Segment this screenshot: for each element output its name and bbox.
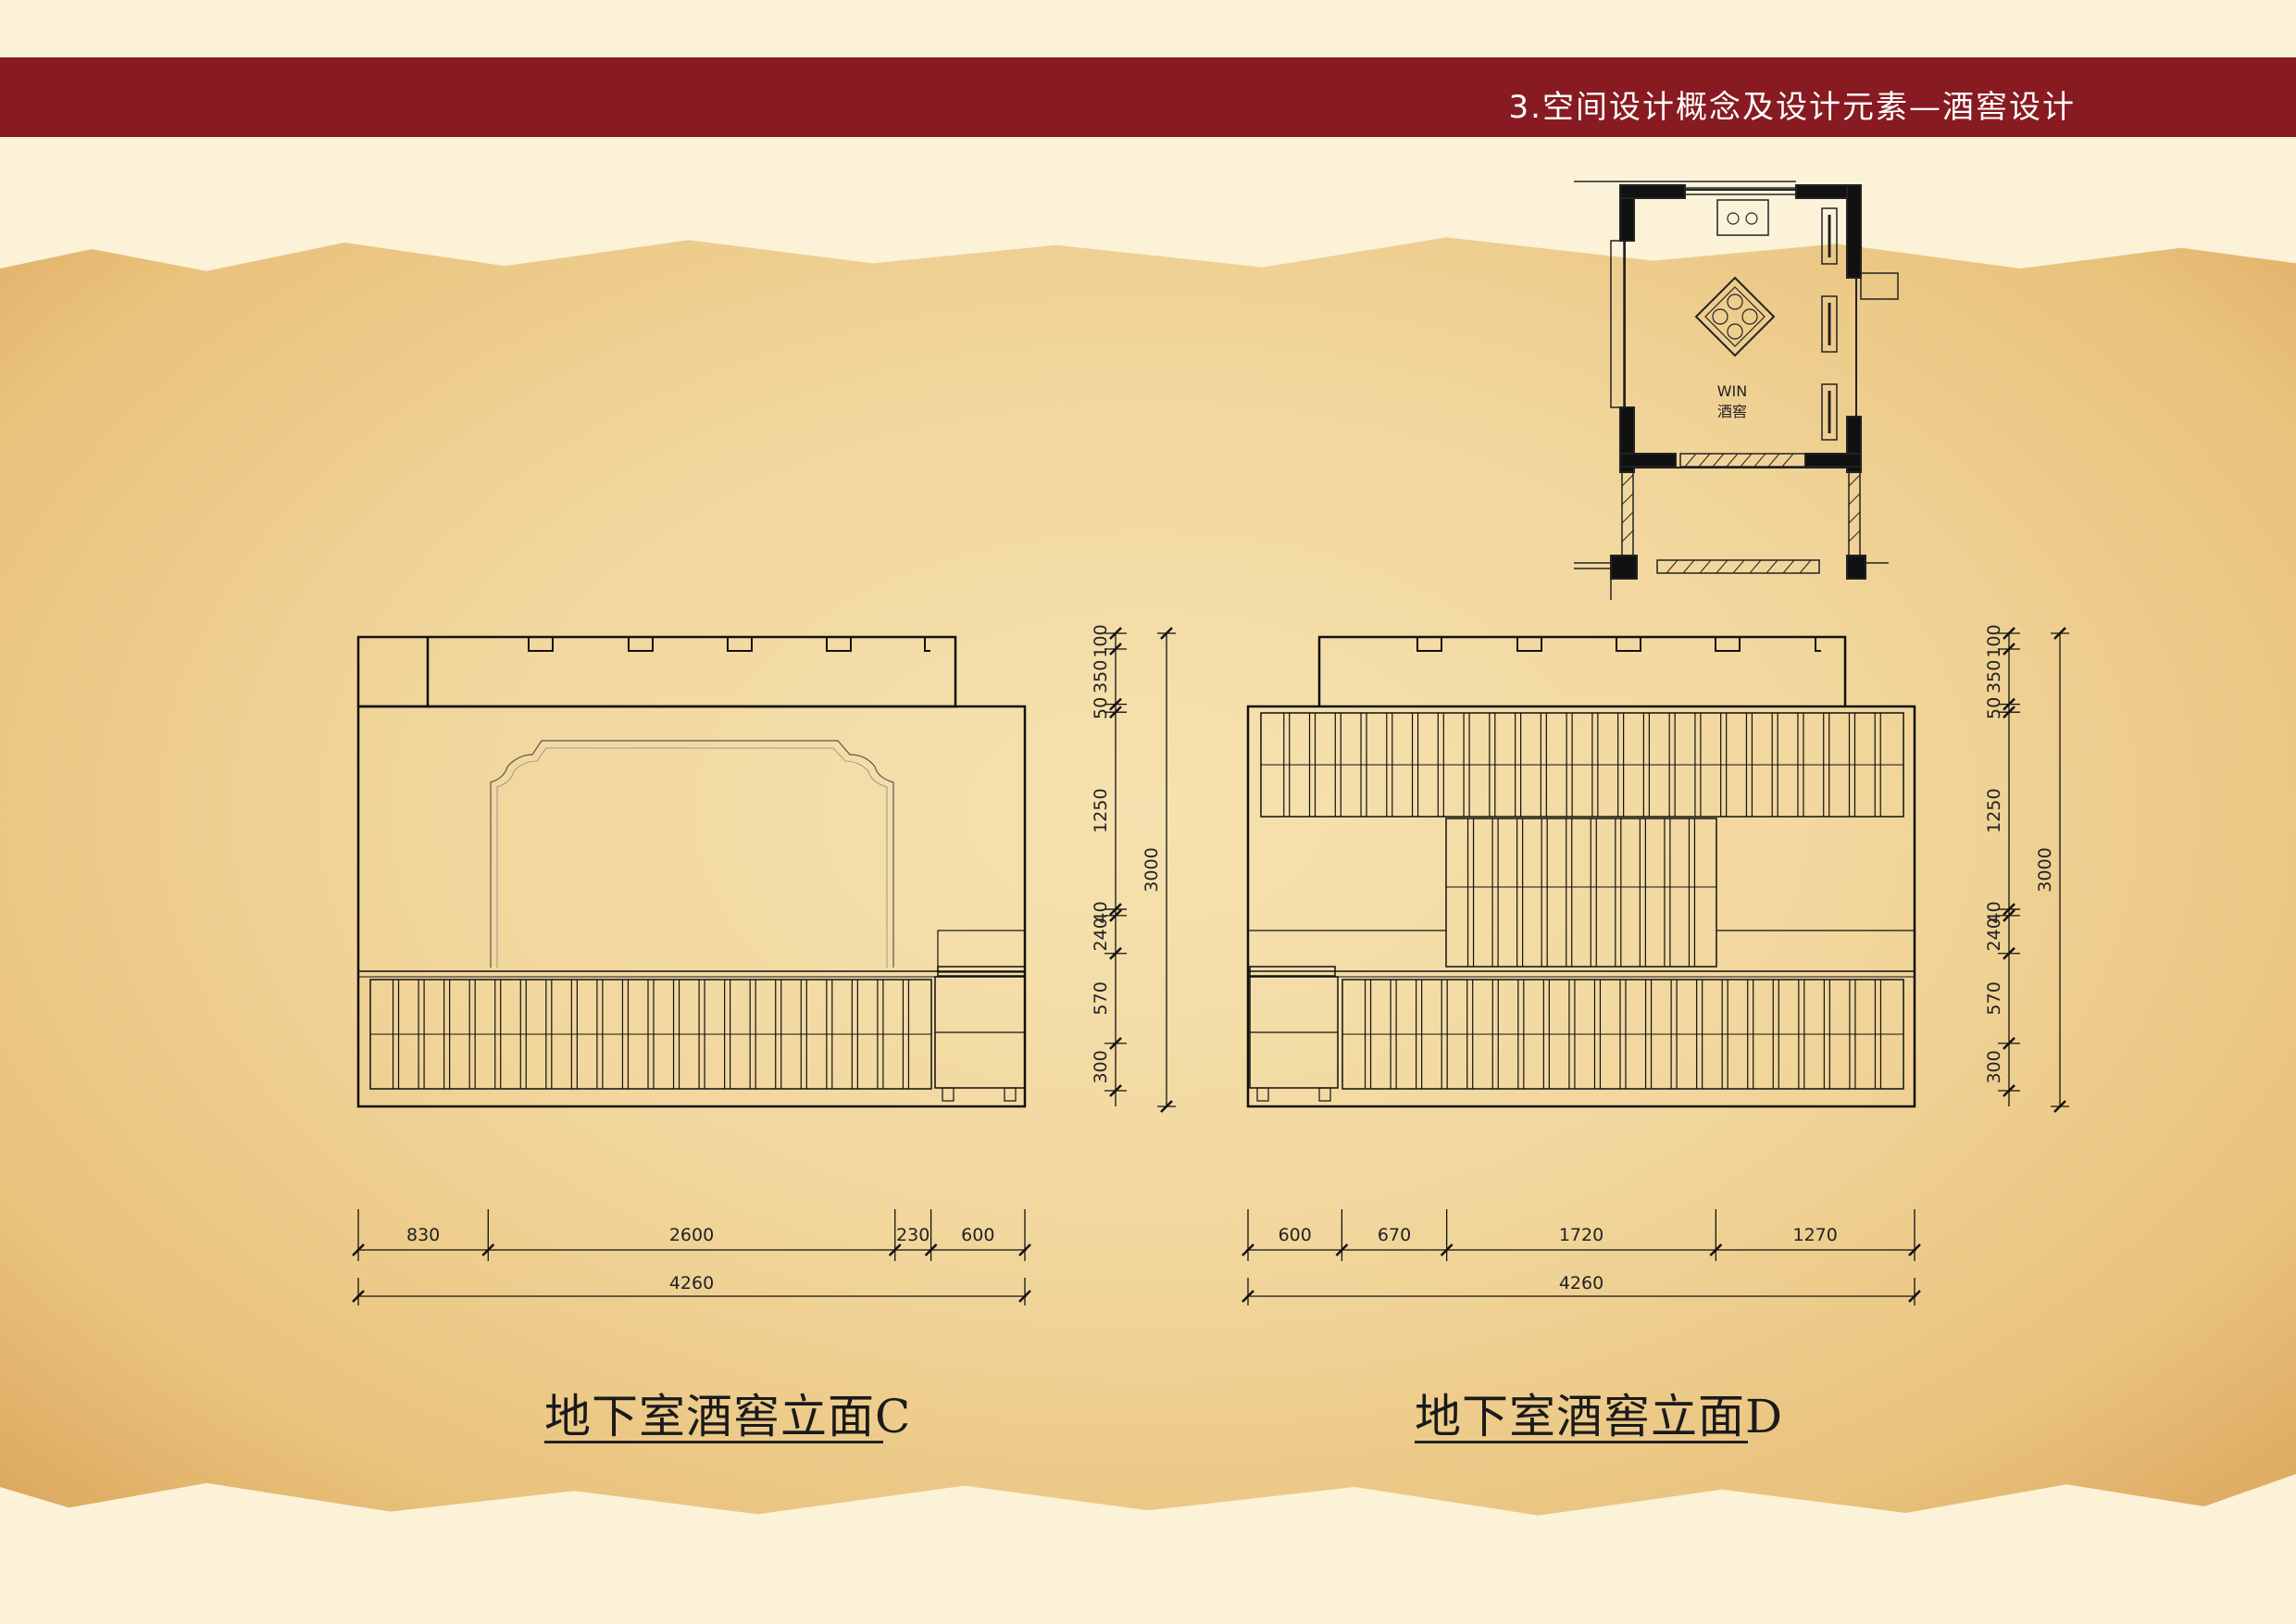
elev-d-vdim-label: 570	[1984, 981, 2004, 1015]
elev-c-vdim-label: 350	[1091, 660, 1111, 693]
floor-plan	[1574, 181, 1899, 600]
elev-c-hdim-tick	[481, 1243, 495, 1256]
plan-wall	[1846, 184, 1862, 279]
elev-c-vdim-tick	[1109, 627, 1122, 640]
elev-c-hdim-label: 230	[896, 1225, 930, 1245]
elev-c-hdim-label: 830	[406, 1225, 440, 1245]
elev-d-hdim-tick	[1908, 1290, 1921, 1303]
plan-table	[1694, 276, 1776, 357]
elev-d-hdim-total-label: 4260	[1559, 1273, 1603, 1293]
elevation-c-caption: 地下室酒窖立面C	[544, 1390, 912, 1443]
elev-c-hdim-tick	[1018, 1243, 1031, 1256]
elevation-c	[356, 635, 1027, 1108]
plan-label-cn: 酒窖	[1717, 403, 1747, 420]
elev-c-hdim-tick	[1018, 1290, 1031, 1303]
elev-d-vdim-label: 50	[1984, 697, 2004, 719]
elev-d-hdim-tick	[1242, 1290, 1254, 1303]
elev-c-horizontal-dims	[352, 1209, 1031, 1305]
elev-c-vdim-label: 40	[1091, 901, 1111, 923]
elevation-c-caption-underline	[544, 1441, 883, 1443]
elev-d-vdim-tick	[2003, 946, 2015, 960]
elev-c-vdim-tick	[1109, 706, 1122, 719]
header-bar	[0, 57, 2296, 137]
elev-d-hdim-label: 1270	[1792, 1225, 1837, 1245]
elev-d-vdim-tick	[2053, 627, 2066, 640]
elev-d-vertical-dims	[1998, 627, 2069, 1113]
elev-d-vdim-tick	[2003, 706, 2015, 719]
plan-sink	[1716, 199, 1769, 236]
elev-c-vdim-label: 50	[1091, 697, 1111, 719]
plan-shelf-left	[1610, 240, 1625, 408]
elev-d-hdim-label: 670	[1378, 1225, 1411, 1245]
elev-d-vdim-label: 100	[1984, 624, 2004, 657]
elev-d-vdim-total-label: 3000	[2035, 847, 2055, 892]
elev-d-vdim-tick	[2003, 1084, 2015, 1097]
elev-c-hdim-label: 2600	[669, 1225, 714, 1245]
elev-c-vdim-tick	[1109, 697, 1122, 711]
plan-room-outline	[1624, 189, 1857, 468]
elev-d-vdim-tick	[2003, 909, 2015, 922]
elev-d-vdim-label: 350	[1984, 660, 2004, 693]
elev-c-vdim-label: 100	[1091, 624, 1111, 657]
elev-c-hdim-tick	[924, 1243, 938, 1256]
elev-d-hdim-tick	[1242, 1243, 1254, 1256]
elev-d-vdim-tick	[2003, 697, 2015, 711]
elev-c-vdim-tick	[1160, 627, 1173, 640]
elevation-d-caption: 地下室酒窖立面D	[1415, 1390, 1784, 1443]
elev-d-hdim-tick	[1440, 1243, 1454, 1256]
elev-d-hdim-label: 1720	[1559, 1225, 1603, 1245]
elev-c-vdim-total-label: 3000	[1142, 847, 1162, 892]
elev-c-hdim-tick	[352, 1243, 365, 1256]
elev-d-vdim-label: 240	[1984, 918, 2004, 951]
elev-c-hdim-label: 600	[961, 1225, 994, 1245]
elev-d-horizontal-dims	[1242, 1209, 1921, 1305]
elevation-d	[1246, 635, 1916, 1108]
elev-c-wall	[356, 705, 1027, 1108]
elev-c-hdim-tick	[352, 1290, 365, 1303]
elev-d-vdim-tick	[2003, 1036, 2015, 1050]
plan-rack	[1821, 207, 1838, 265]
elev-c-vdim-tick	[1160, 1100, 1173, 1113]
plan-rack	[1821, 383, 1838, 441]
elev-c-vdim-tick	[1109, 903, 1122, 916]
elev-d-vdim-label: 40	[1984, 901, 2004, 923]
elevation-d-caption-underline	[1415, 1441, 1748, 1443]
elev-d-vdim-label: 1250	[1984, 788, 2004, 832]
plan-rack	[1821, 295, 1838, 353]
elev-c-vdim-label: 570	[1091, 981, 1111, 1015]
elev-c-vdim-label: 1250	[1091, 788, 1111, 832]
parchment-background	[0, 237, 2296, 1516]
plan-label-en: WIN	[1717, 382, 1748, 400]
elev-d-vdim-tick	[2003, 627, 2015, 640]
elev-d-hdim-label: 600	[1279, 1225, 1312, 1245]
elev-d-wall	[1246, 705, 1916, 1108]
elev-c-hdim-tick	[888, 1243, 902, 1256]
elev-c-vdim-tick	[1109, 909, 1122, 922]
elev-c-vdim-tick	[1109, 1036, 1122, 1050]
elev-c-vdim-label: 300	[1091, 1050, 1111, 1083]
elev-c-hdim-total-label: 4260	[669, 1273, 714, 1293]
page-title: 3.空间设计概念及设计元素—酒窖设计	[1508, 89, 2076, 126]
plan-wall	[1619, 453, 1677, 468]
elev-c-top-profile	[356, 635, 957, 708]
elev-d-vdim-tick	[2003, 643, 2015, 656]
plan-wall	[1619, 184, 1686, 199]
elev-c-vdim-tick	[1109, 643, 1122, 656]
elev-c-vdim-label: 240	[1091, 918, 1111, 951]
elev-d-hdim-tick	[1709, 1243, 1723, 1256]
elev-d-hdim-tick	[1908, 1243, 1921, 1256]
elev-c-vdim-tick	[1109, 946, 1122, 960]
elev-d-vdim-tick	[2003, 903, 2015, 916]
elev-d-vdim-label: 300	[1984, 1050, 2004, 1083]
plan-wall	[1804, 453, 1862, 468]
elev-d-vdim-tick	[2053, 1100, 2066, 1113]
elev-c-vdim-tick	[1109, 1084, 1122, 1097]
elev-c-arch	[490, 740, 894, 968]
elev-d-hdim-tick	[1335, 1243, 1349, 1256]
elev-c-vertical-dims	[1104, 627, 1176, 1113]
